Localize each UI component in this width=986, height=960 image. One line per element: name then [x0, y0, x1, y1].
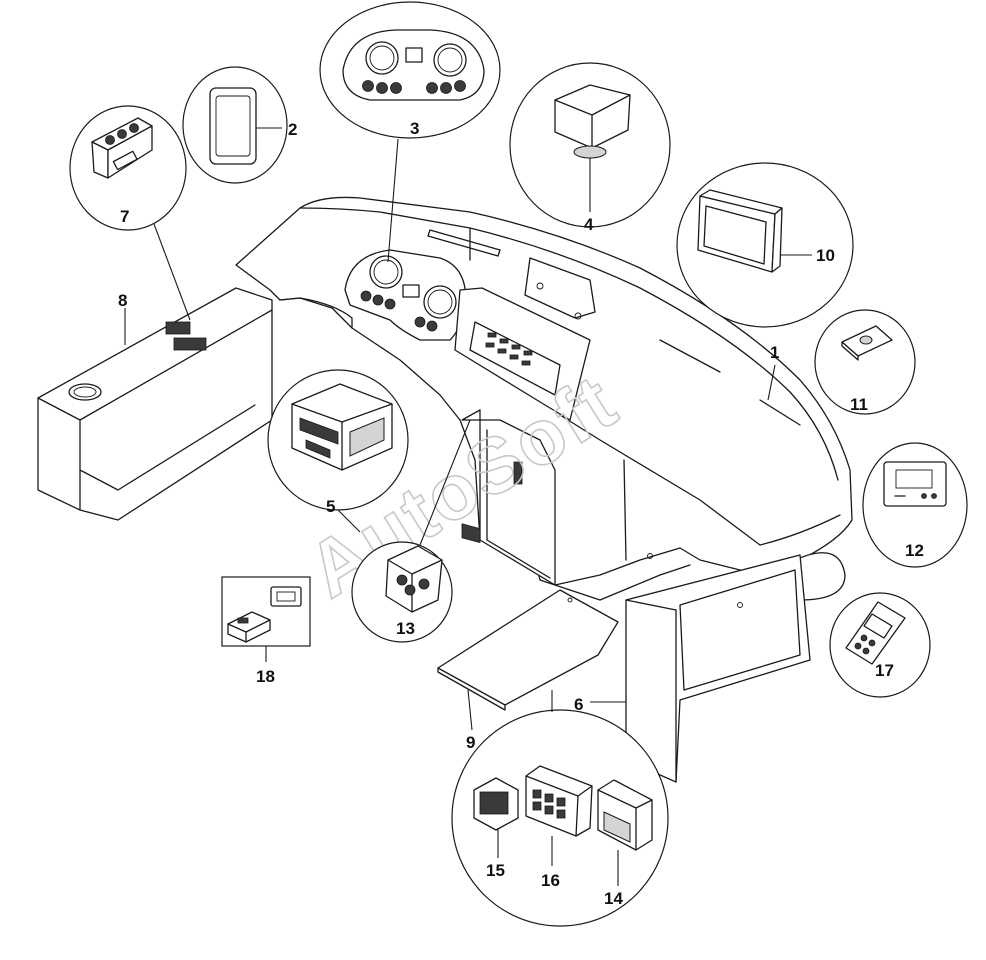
callout-13: 13 — [396, 619, 415, 638]
callout-11: 11 — [850, 395, 868, 414]
detail-bubble-2 — [182, 66, 288, 184]
callout-3: 3 — [410, 119, 419, 138]
callout-17: 17 — [875, 661, 894, 680]
dash-vents — [427, 229, 801, 426]
callout-7: 7 — [120, 207, 129, 226]
callout-14: 14 — [604, 889, 623, 908]
floor-plate — [437, 589, 619, 711]
detail-bubble-4 — [509, 62, 671, 228]
detail-bubble-3 — [319, 1, 501, 263]
callout-9: 9 — [466, 733, 475, 752]
left-side-box — [37, 287, 273, 521]
dash-center-display — [454, 287, 591, 421]
callout-8: 8 — [118, 291, 127, 310]
callout-labels: 1 2 3 4 5 6 7 8 9 10 11 12 13 14 15 16 1… — [118, 119, 924, 908]
detail-bubble-12 — [862, 442, 968, 568]
detail-bubble-11 — [814, 309, 916, 415]
detail-bubble-10 — [676, 162, 854, 328]
detail-bubble-7 — [69, 105, 191, 321]
callout-1: 1 — [770, 343, 779, 362]
callout-16: 16 — [541, 871, 560, 890]
dash-instrument-cluster — [344, 249, 467, 341]
callout-6: 6 — [574, 695, 583, 714]
detail-bubble-ecu — [451, 709, 669, 927]
detail-bubble-17 — [829, 592, 931, 698]
detail-bubble-5 — [267, 369, 409, 533]
right-lower-panel — [625, 554, 811, 783]
callout-15: 15 — [486, 861, 505, 880]
callout-18: 18 — [256, 667, 275, 686]
callout-10: 10 — [816, 246, 835, 265]
callout-2: 2 — [288, 120, 297, 139]
callout-4: 4 — [584, 215, 594, 234]
detail-bubble-13 — [351, 419, 471, 643]
detail-box-18 — [221, 576, 311, 662]
callout-5: 5 — [326, 497, 335, 516]
callout-12: 12 — [905, 541, 924, 560]
leader-lines — [124, 308, 776, 731]
